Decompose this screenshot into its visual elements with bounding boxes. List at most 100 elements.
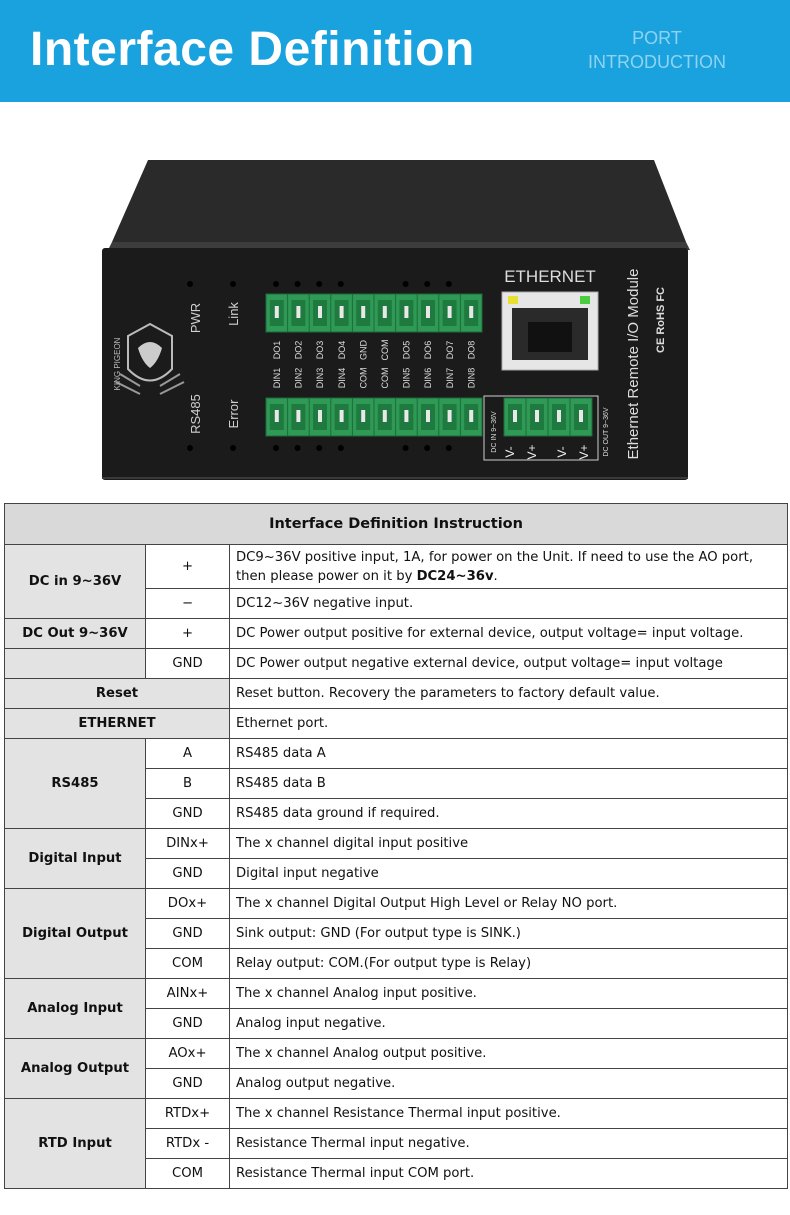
pwr-label: PWR [188,303,203,333]
desc-cell: DC9~36V positive input, 1A, for power on… [228,544,789,589]
terminal-label-top: GND [358,340,368,361]
brand-logo: KING PIGEON [113,322,185,395]
terminal-top-screw [318,306,322,318]
desc-cell: RS485 data ground if required. [228,798,789,829]
terminal-top-screw [426,306,430,318]
terminal-top-screw [274,306,279,318]
group-digital-input: Digital Input [4,828,146,889]
terminal-power-screw [535,410,539,422]
pin-cell: GND [145,1068,230,1099]
desc-cell: Sink output: GND (For output type is SIN… [228,918,789,949]
terminal-label-top: DO4 [337,341,347,360]
terminal-block-top [265,293,483,333]
status-dot [316,445,323,451]
terminal-bottom-screw [361,410,366,422]
terminal-top-screw [296,306,301,318]
terminal-top-screw [382,306,387,318]
table-title: Interface Definition Instruction [3,503,789,545]
device-top-surface [112,160,686,242]
status-dot [445,281,452,287]
terminal-status-dots-top [273,281,452,287]
pin-cell: − [145,588,230,619]
terminal-top-screw [404,306,409,318]
rj45-led-yellow [508,296,518,304]
terminal-top-screw [339,306,344,318]
status-dot [316,281,323,287]
ethernet-label: ETHERNET [504,267,596,286]
group-analog-input: Analog Input [4,978,146,1039]
desc-cell: Resistance Thermal input COM port. [228,1158,789,1189]
status-dot [294,445,301,451]
desc-cell: DC Power output negative external device… [228,648,789,679]
error-led [230,445,236,451]
pin-cell: GND [145,648,230,679]
terminal-label-bottom: DIN4 [337,368,347,389]
pwr-led [187,281,193,287]
desc-cell: Resistance Thermal input negative. [228,1128,789,1159]
terminal-label-bottom: DIN3 [315,368,325,389]
group-analog-output: Analog Output [4,1038,146,1099]
group-dc-out: DC Out 9~36V [4,618,146,649]
desc-cell: The x channel digital input positive [228,828,789,859]
status-dot [445,445,452,451]
dc-out-vplus: V+ [577,444,591,459]
desc-cell: DC12~36V negative input. [228,588,789,619]
link-label: Link [226,302,241,326]
status-dot [424,445,431,451]
page-subtitle: PORT INTRODUCTION [588,26,726,74]
desc-cell: RS485 data A [228,738,789,769]
group-rtd-input: RTD Input [4,1098,146,1189]
status-dot [273,445,279,451]
terminal-block-power [503,397,593,437]
link-led [230,281,236,287]
terminal-top-screw [361,306,366,318]
desc-cell: The x channel Resistance Thermal input p… [228,1098,789,1129]
status-dot [337,281,344,287]
desc-cell: Ethernet port. [228,708,789,739]
terminal-bottom-screw [274,410,279,422]
dc-in-vminus: V- [503,446,517,457]
terminal-label-top: DO3 [315,341,325,360]
desc-cell: RS485 data B [228,768,789,799]
terminal-status-dots-bottom [273,445,452,451]
group-rs485: RS485 [4,738,146,829]
terminal-label-top: COM [380,340,390,361]
terminal-power-screw [579,410,583,422]
terminal-label-bottom: DIN6 [423,368,433,389]
terminal-label-top: DO7 [445,341,455,360]
status-dot [402,281,409,287]
desc-cell: The x channel Analog input positive. [228,978,789,1009]
terminal-bottom-screw [339,410,344,422]
terminal-bottom-screw [296,410,301,422]
terminal-power-screw [513,410,517,422]
terminal-bottom-screw [318,410,322,422]
pin-cell: A [145,738,230,769]
dc-out-vminus: V- [555,446,569,457]
group-dc-in: DC in 9~36V [4,544,146,619]
pin-cell: AINx+ [145,978,230,1009]
terminal-label-top: DO5 [402,341,412,360]
terminal-top-screw [469,306,474,318]
terminal-label-bottom: DIN2 [294,368,304,389]
desc-cell: Analog output negative. [228,1068,789,1099]
pin-cell: GND [145,918,230,949]
dc-in-vplus: V+ [525,444,539,459]
terminal-top-screw [447,306,452,318]
terminal-bottom-screw [404,410,409,422]
rs485-led [187,445,193,451]
desc-cell: The x channel Digital Output High Level … [228,888,789,919]
terminal-bottom-screw [426,410,430,422]
status-dot [337,445,344,451]
terminal-label-bottom: COM [380,368,390,389]
terminal-label-top: DO1 [272,341,282,360]
subtitle-line-1: PORT [632,28,682,48]
pin-cell: COM [145,948,230,979]
pin-cell: GND [145,1008,230,1039]
dc-out-label: DC OUT 9~36V [603,407,610,456]
rj45-led-green [580,296,590,304]
pin-cell: + [145,544,230,589]
